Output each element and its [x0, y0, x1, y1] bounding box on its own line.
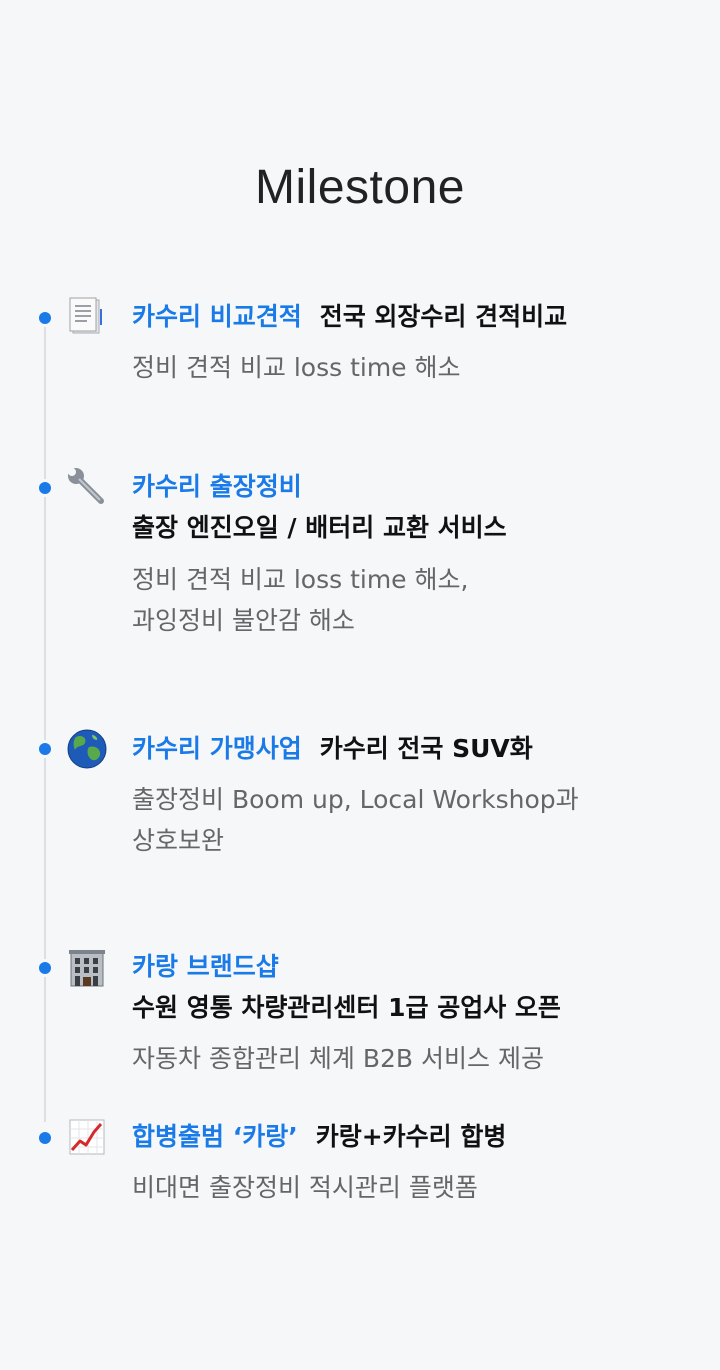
description-line: 정비 견적 비교 loss time 해소, [132, 565, 469, 594]
description-line: 과잉정비 불안감 해소 [132, 606, 355, 635]
milestone-heading: 카랑 브랜드샵 [132, 950, 279, 984]
milestone-description: 자동차 종합관리 체계 B2B 서비스 제공 [132, 1038, 692, 1079]
timeline-dot [39, 743, 51, 755]
description-line: 자동차 종합관리 체계 B2B 서비스 제공 [132, 1044, 544, 1073]
milestone-description: 출장정비 Boom up, Local Workshop과 상호보완 [132, 779, 692, 861]
timeline-line [44, 322, 46, 1122]
milestone-headline: 출장 엔진오일 / 배터리 교환 서비스 [132, 513, 507, 542]
milestone-description: 비대면 출장정비 적시관리 플랫폼 [132, 1167, 692, 1208]
milestone-description: 정비 견적 비교 loss time 해소, 과잉정비 불안감 해소 [132, 559, 692, 641]
timeline-dot [39, 312, 51, 324]
timeline-dot [39, 962, 51, 974]
description-line: 정비 견적 비교 loss time 해소 [132, 353, 461, 382]
milestone-brand: 카수리 출장정비 [132, 472, 302, 501]
milestone-headline: 카수리 전국 SUV화 [319, 734, 533, 763]
building-icon [66, 947, 108, 989]
description-line: 비대면 출장정비 적시관리 플랫폼 [132, 1173, 478, 1202]
description-line: 출장정비 Boom up, Local Workshop과 [132, 785, 579, 814]
wrench-icon [66, 466, 108, 508]
milestone-headline: 전국 외장수리 견적비교 [319, 302, 568, 331]
milestone-brand: 합병출범 ‘카랑’ [132, 1122, 298, 1151]
chart-increasing-icon [66, 1116, 108, 1158]
document-icon [66, 296, 108, 338]
milestone-brand: 카랑 브랜드샵 [132, 952, 279, 981]
milestone-brand: 카수리 비교견적 [132, 302, 302, 331]
milestone-headline: 수원 영통 차량관리센터 1급 공업사 오픈 [132, 993, 561, 1022]
milestone-brand: 카수리 가맹사업 [132, 734, 302, 763]
globe-icon [66, 728, 108, 770]
page-title: Milestone [255, 161, 465, 214]
milestone-headline: 카랑+카수리 합병 [315, 1122, 507, 1151]
milestone-heading: 카수리 가맹사업 카수리 전국 SUV화 [132, 732, 533, 766]
description-line: 상호보완 [132, 826, 225, 855]
timeline-dot [39, 482, 51, 494]
milestone-description: 정비 견적 비교 loss time 해소 [132, 347, 692, 388]
timeline-dot [39, 1132, 51, 1144]
milestone-heading: 합병출범 ‘카랑’ 카랑+카수리 합병 [132, 1120, 506, 1154]
milestone-heading: 카수리 비교견적 전국 외장수리 견적비교 [132, 300, 567, 334]
milestone-heading: 카수리 출장정비 [132, 470, 302, 504]
